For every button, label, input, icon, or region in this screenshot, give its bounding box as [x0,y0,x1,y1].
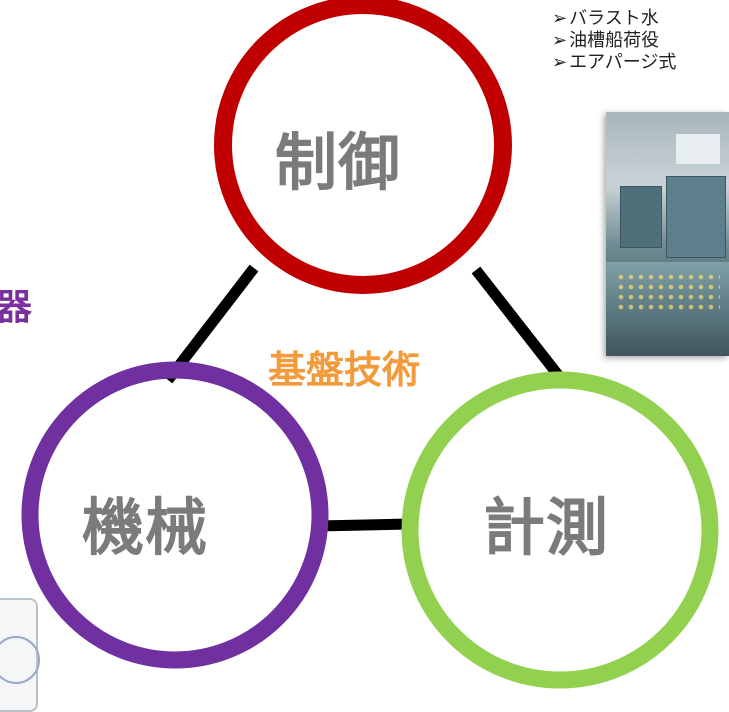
connector-control-machine [163,264,259,384]
center-label: 基盤技術 [268,348,421,392]
node-label-machine: 機械 [82,491,209,564]
arrowhead-bullet-icon: ➢ [552,8,568,29]
measure-ring [401,371,719,689]
bullet-item: ➢バラスト水 [552,8,659,29]
arrowhead-bullet-icon: ➢ [552,52,568,73]
bullet-item: ➢エアパージ式 [552,52,677,73]
machine-ring [21,361,329,669]
node-label-measure: 計測 [483,491,610,564]
arrowhead-bullet-icon: ➢ [552,30,568,51]
partial-image-fragment [0,598,40,712]
bullet-item: ➢油槽船荷役 [552,30,660,51]
control-room-photo [606,112,729,356]
connector-machine-measure [317,518,410,532]
partial-left-label: 器 [0,287,33,328]
connector-control-measure [471,266,567,384]
bullet-list: ➢バラスト水 ➢油槽船荷役 ➢エアパージ式 [552,8,729,74]
node-label-control: 制御 [275,126,402,199]
control-ring [214,0,512,294]
